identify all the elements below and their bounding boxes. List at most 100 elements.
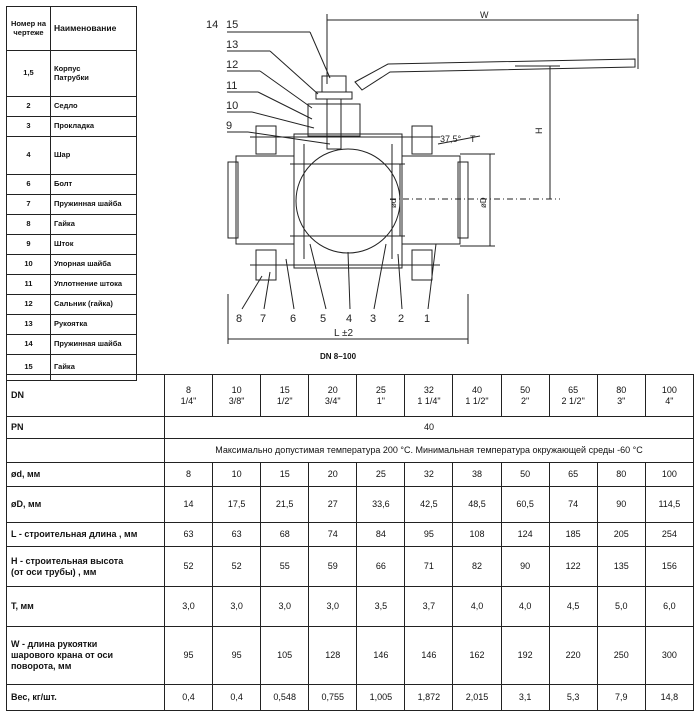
- part-number: 4: [6, 136, 51, 175]
- dn-value: 100 4": [644, 374, 695, 417]
- spec-value: 60,5: [500, 486, 550, 523]
- spec-value: 82: [452, 546, 502, 587]
- part-number: 13: [6, 314, 51, 335]
- callout-3: 3: [370, 313, 376, 325]
- dn-value: 50 2": [500, 374, 550, 417]
- spec-value: 20: [308, 462, 358, 487]
- t-label: T: [470, 134, 476, 144]
- spec-value: 84: [356, 522, 406, 547]
- spec-value: 124: [500, 522, 550, 547]
- part-name: Корпус Патрубки: [50, 50, 137, 97]
- callout-14: 14: [206, 19, 218, 31]
- spec-value: 25: [356, 462, 406, 487]
- part-name: Пружинная шайба: [50, 194, 137, 215]
- spec-value: 122: [548, 546, 598, 587]
- spec-value: 95: [404, 522, 454, 547]
- spec-value: 3,7: [404, 586, 454, 627]
- spec-label: L - строительная длина , мм: [6, 522, 165, 547]
- spec-value: 15: [260, 462, 310, 487]
- dn-value: 32 1 1/4": [404, 374, 454, 417]
- D-label: øD: [479, 197, 488, 208]
- dn-label: DN: [6, 374, 165, 417]
- spec-label: H - строительная высота (от оси трубы) ,…: [6, 546, 165, 587]
- spec-value: 192: [500, 626, 550, 685]
- spec-value: 205: [596, 522, 646, 547]
- spec-value: 3,0: [260, 586, 310, 627]
- spec-value: 1,005: [356, 684, 406, 711]
- spec-value: 4,0: [500, 586, 550, 627]
- blank-cell: [6, 438, 165, 463]
- drawing-caption: DN 8–100: [320, 352, 357, 361]
- spec-value: 50: [500, 462, 550, 487]
- spec-value: 105: [260, 626, 310, 685]
- parts-header-name: Наименование: [50, 6, 137, 51]
- part-name: Шток: [50, 234, 137, 255]
- spec-value: 128: [308, 626, 358, 685]
- spec-value: 114,5: [644, 486, 695, 523]
- spec-value: 0,548: [260, 684, 310, 711]
- callout-10: 10: [226, 100, 238, 112]
- spec-value: 3,0: [212, 586, 262, 627]
- spec-value: 162: [452, 626, 502, 685]
- part-name: Седло: [50, 96, 137, 117]
- dn-value: 20 3/4": [308, 374, 358, 417]
- spec-value: 0,4: [163, 684, 214, 711]
- spec-value: 108: [452, 522, 502, 547]
- spec-value: 63: [163, 522, 214, 547]
- washer-14: [315, 91, 353, 100]
- h-label: H: [534, 128, 544, 135]
- dn-value: 40 1 1/2": [452, 374, 502, 417]
- spec-value: 220: [548, 626, 598, 685]
- spec-value: 5,0: [596, 586, 646, 627]
- spec-value: 250: [596, 626, 646, 685]
- part-name: Гайка: [50, 214, 137, 235]
- spec-value: 3,1: [500, 684, 550, 711]
- spec-value: 5,3: [548, 684, 598, 711]
- spec-value: 2,015: [452, 684, 502, 711]
- callout-7: 7: [260, 313, 266, 325]
- part-name: Рукоятка: [50, 314, 137, 335]
- spec-value: 21,5: [260, 486, 310, 523]
- callout-9: 9: [226, 120, 232, 132]
- part-name: Сальник (гайка): [50, 294, 137, 315]
- part-name: Упорная шайба: [50, 254, 137, 275]
- dn-value: 15 1/2": [260, 374, 310, 417]
- dn-value: 25 1": [356, 374, 406, 417]
- callout-15: 15: [226, 19, 238, 31]
- spec-value: 80: [596, 462, 646, 487]
- spec-value: 156: [644, 546, 695, 587]
- spec-value: 74: [548, 486, 598, 523]
- callout-5: 5: [320, 313, 326, 325]
- spec-value: 4,0: [452, 586, 502, 627]
- spec-value: 95: [212, 626, 262, 685]
- spec-value: 65: [548, 462, 598, 487]
- part-number: 6: [6, 174, 51, 195]
- spec-value: 146: [356, 626, 406, 685]
- body-1: [293, 133, 403, 269]
- spec-value: 14,8: [644, 684, 695, 711]
- spec-value: 6,0: [644, 586, 695, 627]
- part-number: 1,5: [6, 50, 51, 97]
- end-right-5: [401, 155, 461, 245]
- spec-value: 55: [260, 546, 310, 587]
- spec-value: 63: [212, 522, 262, 547]
- spec-value: 0,4: [212, 684, 262, 711]
- spec-value: 52: [212, 546, 262, 587]
- part-number: 8: [6, 214, 51, 235]
- spec-value: 90: [596, 486, 646, 523]
- callout-6: 6: [290, 313, 296, 325]
- part-number: 3: [6, 116, 51, 137]
- spec-label: øD, мм: [6, 486, 165, 523]
- spec-value: 17,5: [212, 486, 262, 523]
- spec-value: 10: [212, 462, 262, 487]
